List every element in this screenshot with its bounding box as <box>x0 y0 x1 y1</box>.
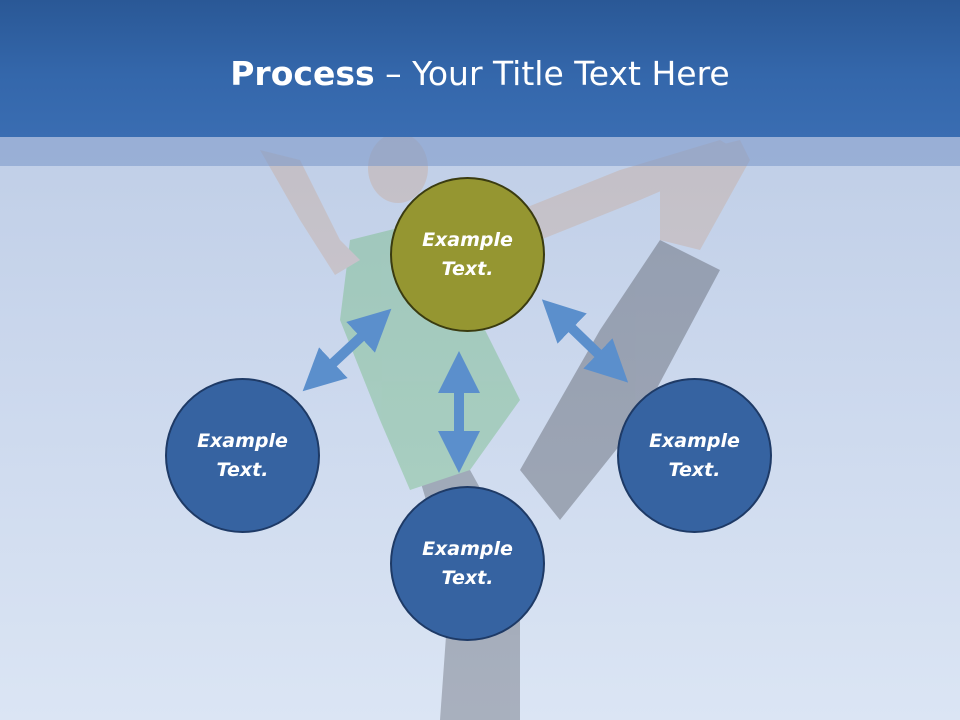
process-node-bottom: Example Text. <box>390 486 545 641</box>
node-top-line1: Example <box>422 228 513 251</box>
page-title: Process – Your Title Text Here <box>0 52 960 96</box>
node-left-line2: Text. <box>216 458 269 481</box>
process-node-left: Example Text. <box>165 378 320 533</box>
title-band <box>0 137 960 166</box>
node-bottom-line2: Text. <box>441 566 494 589</box>
node-right-line2: Text. <box>668 458 721 481</box>
title-bold: Process <box>230 54 375 93</box>
process-node-right: Example Text. <box>617 378 772 533</box>
node-bottom-line1: Example <box>422 537 513 560</box>
node-right-line1: Example <box>649 429 740 452</box>
node-top-line2: Text. <box>441 257 494 280</box>
node-left-line1: Example <box>197 429 288 452</box>
arrow-top-left <box>302 308 392 392</box>
process-node-top: Example Text. <box>390 177 545 332</box>
arrow-top-right <box>541 299 629 383</box>
title-bar <box>0 0 960 137</box>
title-rest: – Your Title Text Here <box>374 54 730 93</box>
